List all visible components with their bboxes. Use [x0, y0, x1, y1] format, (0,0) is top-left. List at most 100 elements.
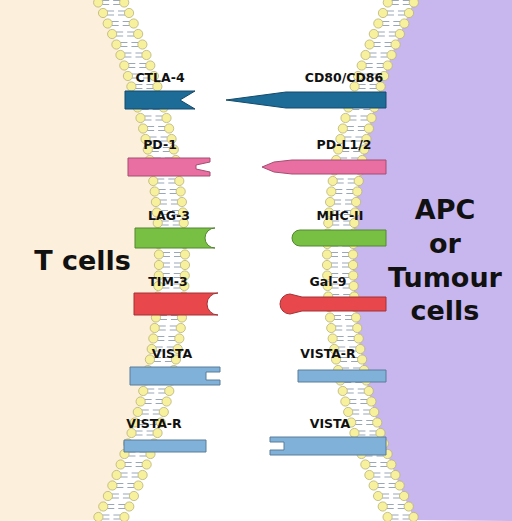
lipid-tail — [118, 504, 125, 505]
lipid-tail — [335, 326, 342, 327]
protein-name: LAG-3 — [109, 208, 229, 223]
lipid-tail — [337, 183, 344, 184]
membrane-protein: VISTA-R — [124, 418, 206, 458]
lipid-tail — [382, 25, 389, 26]
lipid-tail — [131, 46, 138, 47]
lipid-head — [378, 502, 387, 511]
lipid-head — [180, 260, 189, 269]
lipid-tail — [123, 21, 130, 22]
lipid-tail — [170, 189, 177, 190]
lipid-head — [365, 40, 374, 49]
lipid-tail — [170, 193, 177, 194]
lipid-tail — [342, 273, 349, 274]
lipid-head — [364, 386, 373, 395]
lipid-head — [112, 40, 121, 49]
lipid-tail — [377, 456, 384, 457]
lipid-tail — [366, 456, 373, 457]
lipid-head — [134, 29, 143, 38]
lipid-tail — [147, 393, 154, 394]
ligand-shape — [286, 226, 386, 250]
lipid-tail — [342, 256, 349, 257]
lipid-tail — [398, 15, 405, 16]
lipid-tail — [347, 126, 354, 127]
lipid-tail — [145, 399, 152, 400]
lipid-tail — [347, 389, 354, 390]
lipid-tail — [121, 473, 128, 474]
lipid-head — [325, 197, 334, 206]
lipid-tail — [163, 256, 170, 257]
receptor-shape — [125, 88, 195, 112]
lipid-tail — [174, 263, 181, 264]
lipid-head — [124, 8, 133, 17]
lipid-head — [338, 124, 347, 133]
lipid-tail — [120, 46, 127, 47]
lipid-tail — [351, 158, 358, 159]
lipid-tail — [358, 431, 365, 432]
lipid-tail — [392, 0, 399, 1]
lipid-tail — [112, 21, 119, 22]
membrane-protein: TIM-3 — [134, 276, 218, 316]
lipid-head — [349, 271, 358, 280]
lipid-tail — [112, 494, 119, 495]
lipid-tail — [369, 435, 376, 436]
lipid-head — [180, 250, 189, 259]
lipid-head — [367, 113, 376, 122]
lipid-tail — [352, 410, 359, 411]
lipid-tail — [118, 15, 125, 16]
protein-name: TIM-3 — [108, 274, 228, 289]
lipid-tail — [345, 204, 352, 205]
lipid-tail — [125, 466, 132, 467]
protein-name: VISTA-R — [94, 416, 214, 431]
lipid-tail — [349, 399, 356, 400]
lipid-tail — [123, 498, 130, 499]
receptor-shape-outline — [125, 91, 195, 109]
lipid-tail — [363, 109, 370, 110]
lipid-tail — [369, 431, 376, 432]
lipid-head — [159, 407, 168, 416]
lipid-head — [383, 0, 392, 7]
lipid-tail — [170, 326, 177, 327]
lipid-tail — [174, 256, 181, 257]
ligand-shape-outline — [262, 160, 386, 174]
receptor-shape-outline — [134, 293, 218, 315]
lipid-head — [151, 197, 160, 206]
lipid-head — [409, 512, 418, 521]
lipid-tail — [384, 477, 391, 478]
lipid-head — [391, 40, 400, 49]
lipid-tail — [366, 420, 373, 421]
lipid-tail — [381, 57, 388, 58]
lipid-tail — [136, 435, 143, 436]
lipid-tail — [139, 456, 146, 457]
membrane-protein: PD-L1/2 — [262, 139, 386, 179]
lipid-head — [365, 470, 374, 479]
lipid-tail — [389, 36, 396, 37]
lipid-head — [378, 8, 387, 17]
lipid-head — [176, 323, 185, 332]
lipid-tail — [159, 189, 166, 190]
receptor-shape-outline — [130, 367, 220, 385]
lipid-tail — [145, 403, 152, 404]
lipid-head — [154, 250, 163, 259]
lipid-tail — [171, 200, 178, 201]
lipid-head — [138, 40, 147, 49]
lipid-tail — [348, 336, 355, 337]
lipid-head — [383, 61, 392, 70]
lipid-tail — [352, 109, 359, 110]
lipid-tail — [158, 393, 165, 394]
lipid-head — [353, 187, 362, 196]
lipid-tail — [116, 487, 123, 488]
lipid-tail — [159, 193, 166, 194]
lipid-tail — [345, 315, 352, 316]
lipid-tail — [403, 4, 410, 5]
lipid-head — [367, 397, 376, 406]
lipid-tail — [136, 466, 143, 467]
lipid-tail — [380, 466, 387, 467]
lipid-tail — [128, 63, 135, 64]
lipid-tail — [382, 21, 389, 22]
lipid-tail — [380, 462, 387, 463]
cell-name: T cells — [34, 244, 131, 278]
membrane-protein: VISTA — [130, 348, 220, 388]
lipid-head — [133, 407, 142, 416]
membrane-protein: LAG-3 — [135, 210, 215, 250]
receptor-shape-outline — [128, 158, 210, 176]
